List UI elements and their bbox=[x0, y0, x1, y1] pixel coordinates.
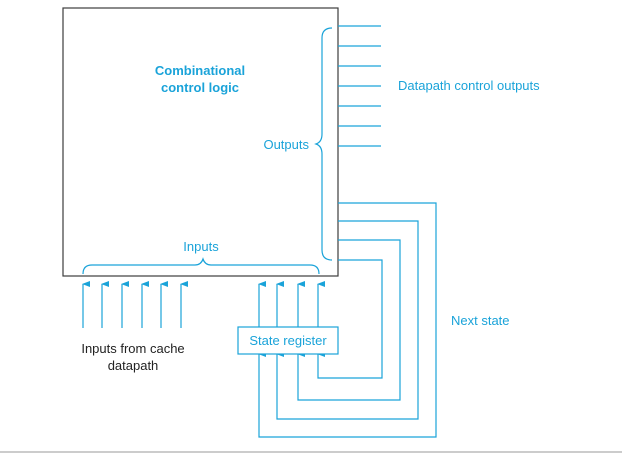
datapath-control-outputs-label: Datapath control outputs bbox=[398, 78, 540, 93]
state-register-box bbox=[237, 326, 339, 355]
inputs-label: Inputs bbox=[183, 239, 219, 254]
next-state-loop-1 bbox=[258, 202, 437, 438]
next-state-loop-4 bbox=[317, 259, 383, 379]
datapath-control-output-lines bbox=[338, 25, 381, 147]
state-bits-into-logic bbox=[258, 281, 325, 327]
cache-datapath-input-arrows bbox=[82, 281, 188, 328]
outputs-label: Outputs bbox=[263, 137, 309, 152]
next-state-loop-2 bbox=[276, 220, 419, 420]
next-state-label: Next state bbox=[451, 313, 510, 328]
next-state-feedback-loops bbox=[258, 202, 437, 438]
inputs-brace bbox=[82, 257, 320, 275]
combinational-logic-block bbox=[62, 7, 339, 277]
next-state-loop-3 bbox=[297, 239, 401, 401]
block-title-line2: control logic bbox=[161, 80, 239, 95]
inputs-from-cache-label-line2: datapath bbox=[108, 358, 159, 373]
state-register-label: State register bbox=[249, 333, 327, 348]
outputs-brace bbox=[314, 27, 333, 261]
block-title-line1: Combinational bbox=[155, 63, 245, 78]
inputs-from-cache-label-line1: Inputs from cache bbox=[81, 341, 184, 356]
